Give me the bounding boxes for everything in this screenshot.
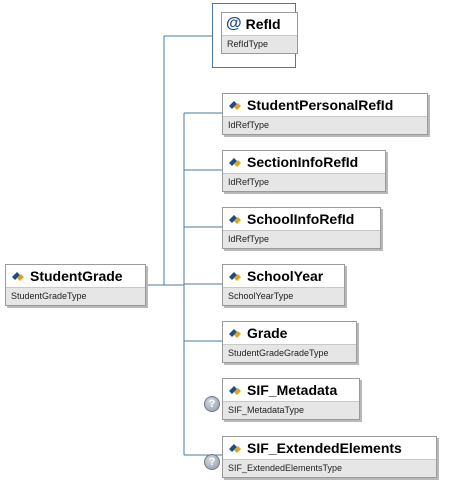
element-name: SIF_Metadata [247,382,338,398]
element-icon [12,272,24,281]
element-name: SchoolYear [247,268,324,284]
element-icon [229,444,241,453]
attribute-name: RefId [245,16,281,32]
element-icon [229,386,241,395]
element-type: SIF_ExtendedElementsType [223,459,436,477]
element-icon [229,158,241,167]
element-icon [229,329,241,338]
element-name: StudentGrade [30,268,123,284]
element-type: SchoolYearType [223,287,344,305]
attribute-refid[interactable]: @ RefId RefIdType [221,12,298,54]
optional-marker-icon: ? [204,396,220,412]
element-name: SchoolInfoRefId [247,211,355,227]
root-element[interactable]: StudentGrade StudentGradeType [5,264,146,306]
element-type: StudentGradeGradeType [223,344,356,362]
element-name: StudentPersonalRefId [247,97,394,113]
attribute-icon: @ [226,15,242,32]
element-name: SectionInfoRefId [247,154,359,170]
element-icon [229,215,241,224]
element-type: IdRefType [223,173,385,191]
element-type: IdRefType [223,230,380,248]
element-type: SIF_MetadataType [223,401,359,419]
optional-marker-icon: ? [204,454,220,470]
element-name: Grade [247,325,288,341]
attribute-type: RefIdType [222,35,297,53]
element-type: IdRefType [223,116,427,134]
element-name: SIF_ExtendedElements [247,440,402,456]
element-type: StudentGradeType [6,287,145,305]
element-icon [229,272,241,281]
element-icon [229,101,241,110]
